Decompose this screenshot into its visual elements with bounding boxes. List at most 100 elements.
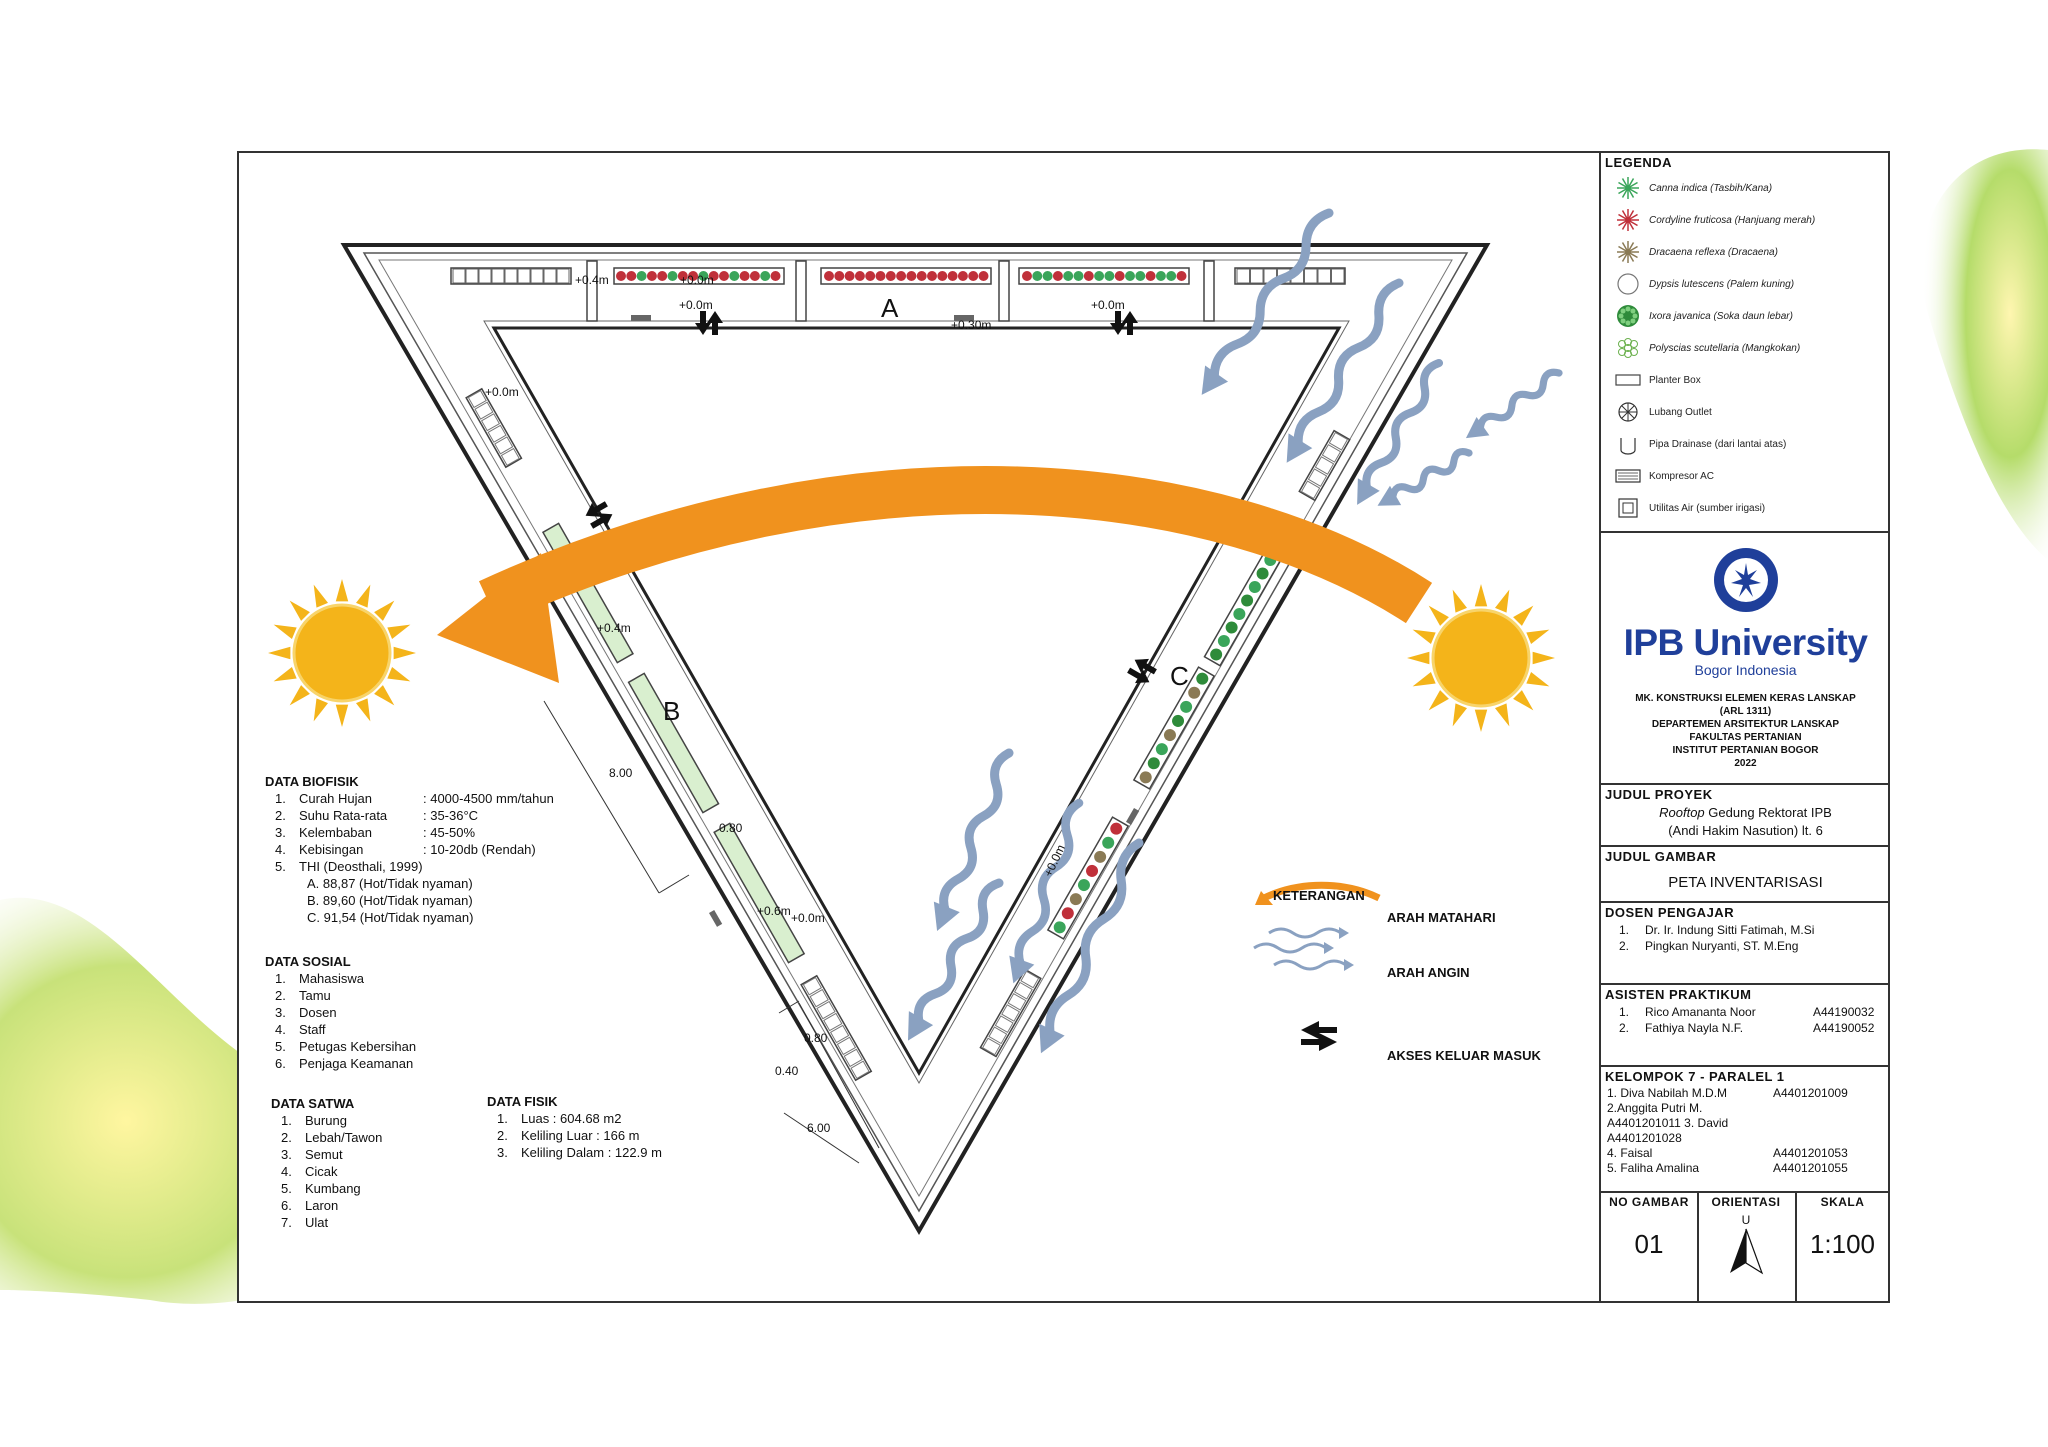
row-text: Keliling Dalam : 122.9 m	[521, 1145, 662, 1160]
assistant-id: A44190032	[1813, 1005, 1875, 1019]
info-row: 2.Tamu	[265, 987, 416, 1004]
drawing-title-section: JUDUL GAMBAR PETA INVENTARISASI	[1601, 847, 1888, 903]
group-member: 2.Anggita Putri M.	[1607, 1101, 1703, 1115]
row-text: Tamu	[299, 988, 331, 1003]
level-marker: +0.0m	[485, 385, 519, 399]
rooftop-inner-edge	[362, 252, 1469, 1213]
legend-item: Canna indica (Tasbih/Kana)	[1601, 172, 1888, 204]
lecturer-section: DOSEN PENGAJAR 1. Dr. Ir. Indung Sitti Fa…	[1601, 903, 1888, 985]
legend-item: Ixora javanica (Soka daun lebar)	[1601, 300, 1888, 332]
info-row: 6.Laron	[271, 1197, 382, 1214]
group-row: A4401201028	[1601, 1131, 1888, 1146]
access-arrows	[585, 311, 1157, 684]
legend-label: Planter Box	[1649, 374, 1701, 386]
planter-boxes-right	[979, 429, 1351, 1058]
row-text: Luas : 604.68 m2	[521, 1111, 622, 1126]
dimension-label: 0.80	[804, 1031, 828, 1045]
sun-west-icon	[268, 579, 416, 727]
legend-item: Polyscias scutellaria (Mangkokan)	[1601, 332, 1888, 364]
info-row: 2. Keliling Luar : 166 m	[487, 1127, 662, 1144]
group-member-id: A4401201009	[1773, 1086, 1848, 1100]
row-text: Kebisingan	[299, 842, 364, 857]
row-number: 1.	[1619, 1005, 1630, 1019]
legend-item: Dypsis lutescens (Palem kuning)	[1601, 268, 1888, 300]
assistant-id: A44190052	[1813, 1021, 1875, 1035]
row-value: : 10-20db (Rendah)	[423, 842, 536, 857]
legend-item: Lubang Outlet	[1601, 396, 1888, 428]
info-row: 4.Kebisingan: 10-20db (Rendah)	[265, 841, 554, 858]
green-blob-right	[1921, 149, 2048, 560]
info-row: 1.Burung	[271, 1112, 382, 1129]
info-row: 3.Kelembaban: 45-50%	[265, 824, 554, 841]
dracaena-icon	[1611, 240, 1645, 264]
planting-top	[452, 268, 1345, 284]
project-line2: (Andi Hakim Nasution) lt. 6	[1668, 823, 1823, 838]
row-text: Lebah/Tawon	[305, 1130, 383, 1145]
drawing-title-heading: JUDUL GAMBAR	[1605, 849, 1717, 864]
inner-courtyard-edge	[483, 320, 1350, 1085]
info-row: 2.Suhu Rata-rata: 35-36°C	[265, 807, 554, 824]
drawing-title-value: PETA INVENTARISASI	[1668, 874, 1823, 891]
row-text: Kelembaban	[299, 825, 372, 840]
info-row: 5.Kumbang	[271, 1180, 382, 1197]
drawing-number-label: NO GAMBAR	[1609, 1195, 1689, 1209]
dimension-label: 0.80	[719, 821, 743, 835]
north-letter: U	[1741, 1213, 1751, 1227]
canna-indica-icon	[1611, 176, 1645, 200]
assistant-name: Rico Amananta Noor	[1645, 1005, 1756, 1019]
thi-value: A. 88,87 (Hot/Tidak nyaman)	[307, 876, 473, 891]
legend-item: Dracaena reflexa (Dracaena)	[1601, 236, 1888, 268]
level-marker: +0.6m	[757, 904, 791, 918]
row-number: 3.	[497, 1145, 508, 1160]
row-value: : 35-36°C	[423, 808, 479, 823]
rooftop-inner-edge-2	[378, 259, 1453, 1198]
zone-label-a: A	[881, 293, 899, 323]
group-member: 5. Faliha Amalina	[1607, 1161, 1700, 1175]
row-number: 2.	[1619, 939, 1630, 953]
row-text: THI (Deosthali, 1999)	[299, 859, 423, 874]
row-text: Kumbang	[305, 1181, 361, 1196]
dypsis-icon	[1611, 272, 1645, 296]
keterangan-wind: ARAH ANGIN	[1387, 965, 1470, 980]
sun-path-arrow	[478, 466, 1433, 625]
row-number: 3.	[275, 1005, 286, 1020]
dimension-label: 6.00	[807, 1121, 831, 1135]
group-row: 2.Anggita Putri M.	[1601, 1101, 1888, 1116]
course-info: MK. KONSTRUKSI ELEMEN KERAS LANSKAP(ARL …	[1601, 692, 1888, 770]
scale-label: SKALA	[1820, 1195, 1865, 1209]
sun-path-arrowhead	[437, 553, 559, 683]
group-member-id: A4401201055	[1773, 1161, 1848, 1175]
legend-item: Pipa Drainase (dari lantai atas)	[1601, 428, 1888, 460]
level-marker: +0.0m	[791, 911, 825, 925]
level-marker: +0.0m	[1091, 298, 1125, 312]
row-number: 2.	[497, 1128, 508, 1143]
info-row: 2.Lebah/Tawon	[271, 1129, 382, 1146]
project-heading: JUDUL PROYEK	[1605, 787, 1713, 802]
keterangan-sun: ARAH MATAHARI	[1387, 910, 1496, 925]
row-text: Keliling Luar : 166 m	[521, 1128, 640, 1143]
lecturer-name: Dr. Ir. Indung Sitti Fatimah, M.Si	[1645, 923, 1815, 937]
level-marker: +0.0m	[679, 298, 713, 312]
orientation-label: ORIENTASI	[1711, 1195, 1781, 1209]
group-member: A4401201011 3. David	[1607, 1116, 1729, 1130]
info-row: 4.Cicak	[271, 1163, 382, 1180]
legend-item: Kompresor AC	[1601, 460, 1888, 492]
course-line: INSTITUT PERTANIAN BOGOR	[1672, 745, 1819, 756]
lecturer-heading: DOSEN PENGAJAR	[1605, 905, 1735, 920]
group-section: KELOMPOK 7 - PARALEL 1 1. Diva Nabilah M…	[1601, 1067, 1888, 1193]
project-line1-italic: Rooftop	[1659, 805, 1705, 820]
course-line: MK. KONSTRUKSI ELEMEN KERAS LANSKAP	[1635, 693, 1856, 704]
row-number: 2.	[275, 808, 286, 823]
water-utility-icon	[1611, 496, 1645, 520]
site-plan	[268, 208, 1563, 1235]
row-text: Petugas Kebersihan	[299, 1039, 417, 1054]
info-row: 3.Dosen	[265, 1004, 416, 1021]
legend-label: Kompresor AC	[1649, 470, 1715, 482]
level-marker: +0.4m	[575, 273, 609, 287]
row-number: 1.	[1619, 923, 1630, 937]
course-line: 2022	[1734, 758, 1757, 769]
legend-label: Ixora javanica (Soka daun lebar)	[1649, 310, 1793, 322]
legend-section: LEGENDA Canna indica (Tasbih/Kana)Cordyl…	[1601, 153, 1888, 533]
ipb-seal-icon	[1713, 548, 1778, 612]
dimension-label: 8.00	[609, 766, 633, 780]
